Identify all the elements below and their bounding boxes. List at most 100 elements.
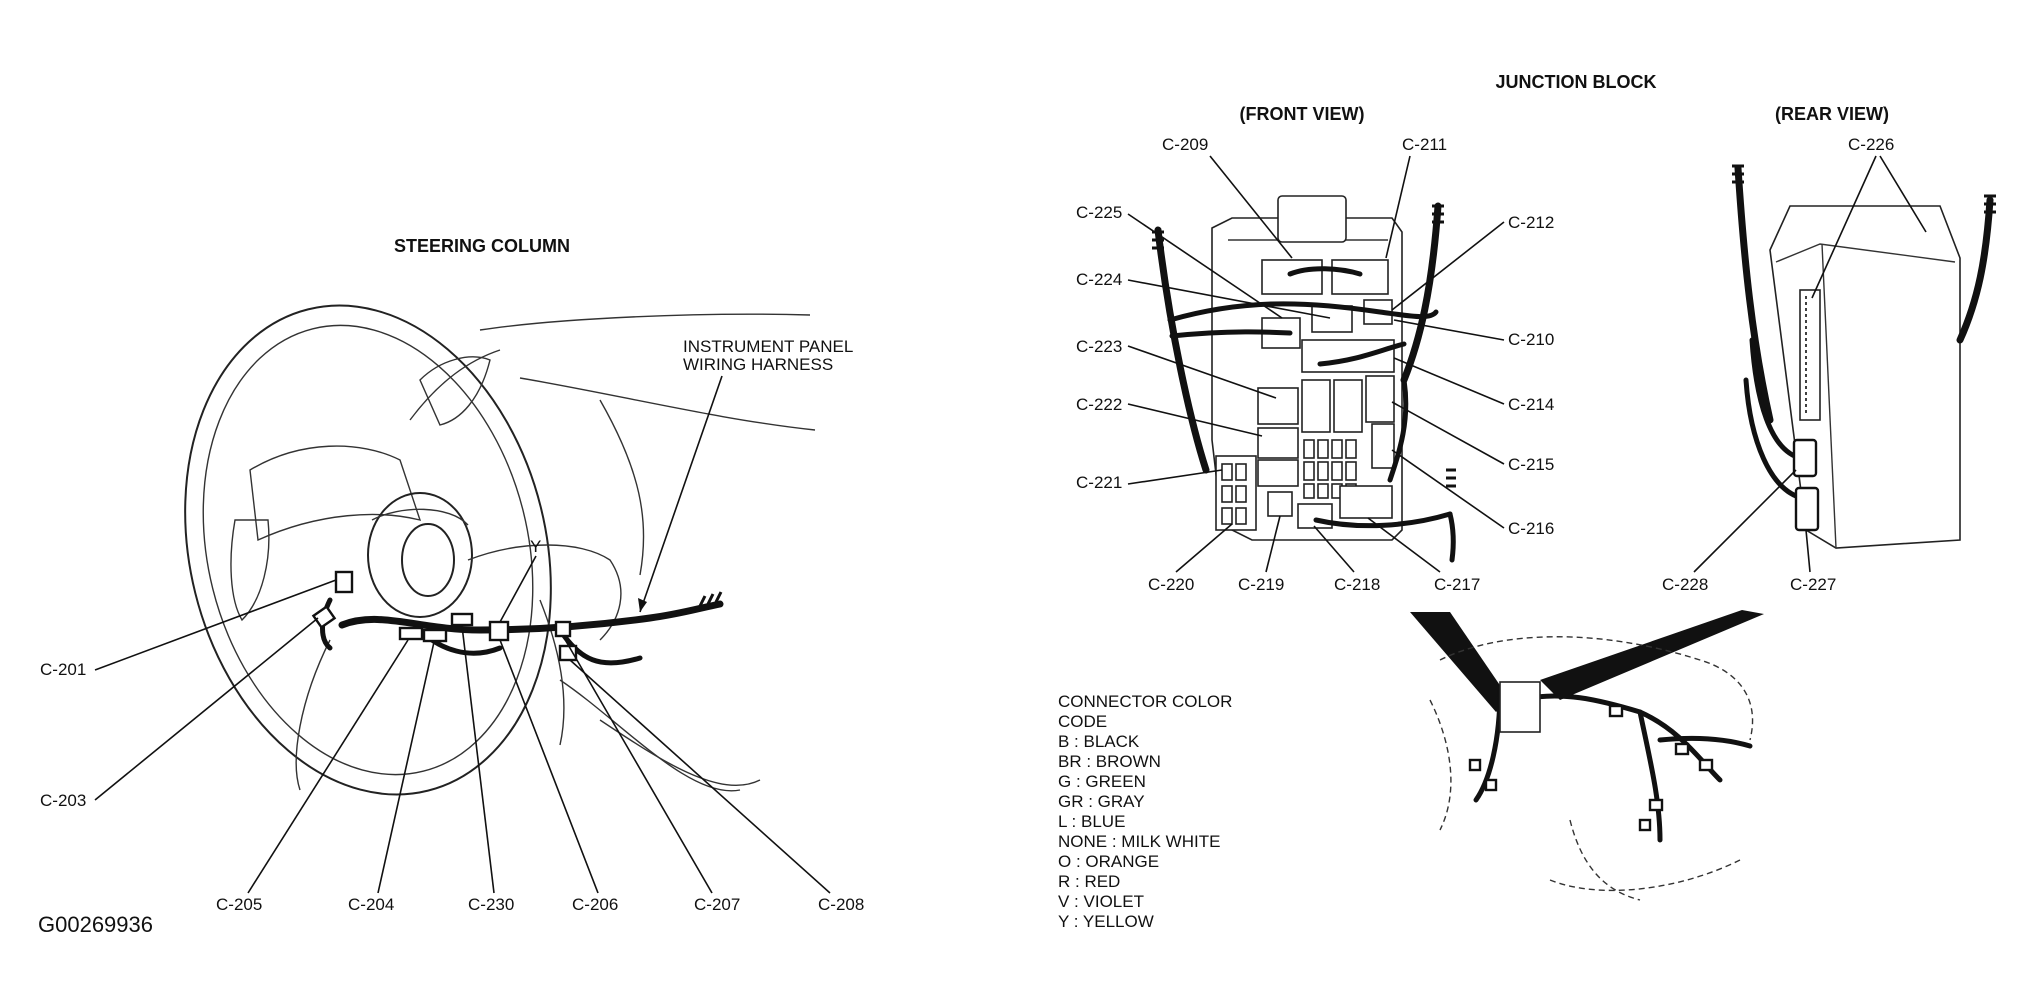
relay-a [1301,379,1331,433]
leader-c219 [1265,515,1281,573]
front-wire-right-end [1432,204,1444,224]
inset-conn-2 [1484,778,1498,792]
socket-c210 [1301,339,1395,373]
rear-wire-c227 [1743,377,1805,501]
inset-conn-4 [1674,742,1690,756]
legend-item: L : BLUE [1058,812,1126,831]
label-c203: C-203 [40,791,86,810]
leader-c201 [94,579,337,671]
rear-wire-left [1734,164,1774,424]
locator-pointer-left [1410,612,1510,712]
leader-c204 [377,641,435,894]
label-c225: C-225 [1076,203,1122,222]
inset-shifter [1569,819,1641,901]
leader-c230 [461,625,495,894]
rear-housing-edge [1775,243,1956,263]
connector-c207 [554,620,572,638]
label-c208: C-208 [818,895,864,914]
steering-column-illustration: STEERING COLUMN [40,236,864,914]
steering-spoke-left [249,445,422,542]
leader-c209 [1209,155,1293,259]
dash-line-mid [519,377,816,431]
label-c218: C-218 [1334,575,1380,594]
leader-c210 [1393,319,1505,341]
harness-leader [639,375,723,613]
connector-c206 [488,620,510,642]
socket-c211 [1331,259,1389,295]
front-wire-cross [1167,301,1439,323]
rear-wire-right-end [1984,194,1996,214]
inset-conn-5 [1698,758,1714,772]
leader-c211 [1385,155,1411,259]
wire-color-marker: Y [530,537,541,556]
socket-c209 [1261,259,1323,295]
front-wire-right [1400,202,1442,384]
relay-c215 [1365,375,1395,423]
front-wire-left [1154,226,1210,474]
label-c205: C-205 [216,895,262,914]
label-c217: C-217 [1434,575,1480,594]
front-wire-right-low [1387,377,1409,483]
junction-block-title: JUNCTION BLOCK [1496,72,1657,92]
label-c204: C-204 [348,895,394,914]
leader-c217 [1367,517,1441,573]
connector-c204 [422,628,448,643]
legend-item: G : GREEN [1058,772,1146,791]
leader-c226 [1811,155,1877,299]
dash-line-lower [559,679,741,792]
label-c220: C-220 [1148,575,1194,594]
label-c216: C-216 [1508,519,1554,538]
connector-c228 [1792,438,1818,478]
socket-c219 [1267,491,1293,517]
label-c206: C-206 [572,895,618,914]
leader-c216 [1391,449,1505,529]
label-c219: C-219 [1238,575,1284,594]
legend-item: NONE : MILK WHITE [1058,832,1221,851]
legend-item: GR : GRAY [1058,792,1145,811]
inset-conn-7 [1638,818,1652,832]
label-c224: C-224 [1076,270,1122,289]
locator-inset [1410,610,1764,901]
label-c201: C-201 [40,660,86,679]
front-wire-c216-end [1446,468,1456,488]
socket-c217 [1339,485,1393,519]
inset-harness-4 [1657,735,1753,749]
dash-line-top [479,313,811,331]
steering-harness-branch3 [320,597,333,651]
label-c223: C-223 [1076,337,1122,356]
leader-c224 [1127,279,1331,319]
harness-label-line2: WIRING HARNESS [683,355,833,374]
rear-wire-right [1956,196,1994,344]
steering-column-title: STEERING COLUMN [394,236,570,256]
front-wire-top [1287,266,1363,277]
legend-item: BR : BROWN [1058,752,1161,771]
relay-c221b [1257,459,1299,487]
leader-c222 [1127,403,1263,437]
legend-title-line2: CODE [1058,712,1108,731]
harness-end-mark [698,591,723,607]
label-c211: C-211 [1402,135,1447,154]
leader-c218 [1313,525,1355,573]
label-c212: C-212 [1508,213,1554,232]
leader-c215 [1391,401,1505,465]
inset-dash-left [1429,699,1452,831]
junction-block-rear-view: C-226 C-228 C-227 [1662,135,1996,594]
inset-conn-3 [1648,798,1664,812]
label-c209: C-209 [1162,135,1208,154]
leader-c205 [247,639,409,894]
relay-c222 [1257,427,1299,459]
connector-c203 [311,605,337,629]
front-wire-bottom [1313,511,1453,529]
leader-c203 [94,617,319,801]
column-shroud [467,544,622,641]
steering-spoke-bottom [295,639,331,791]
connector-c205 [398,626,424,641]
legend-item: V : VIOLET [1058,892,1144,911]
wire-color-leader [499,555,537,623]
label-c207: C-207 [694,895,740,914]
rear-wire-left-end [1732,164,1744,184]
front-top-tab [1277,195,1347,243]
label-c210: C-210 [1508,330,1554,349]
connector-c201 [334,570,354,594]
